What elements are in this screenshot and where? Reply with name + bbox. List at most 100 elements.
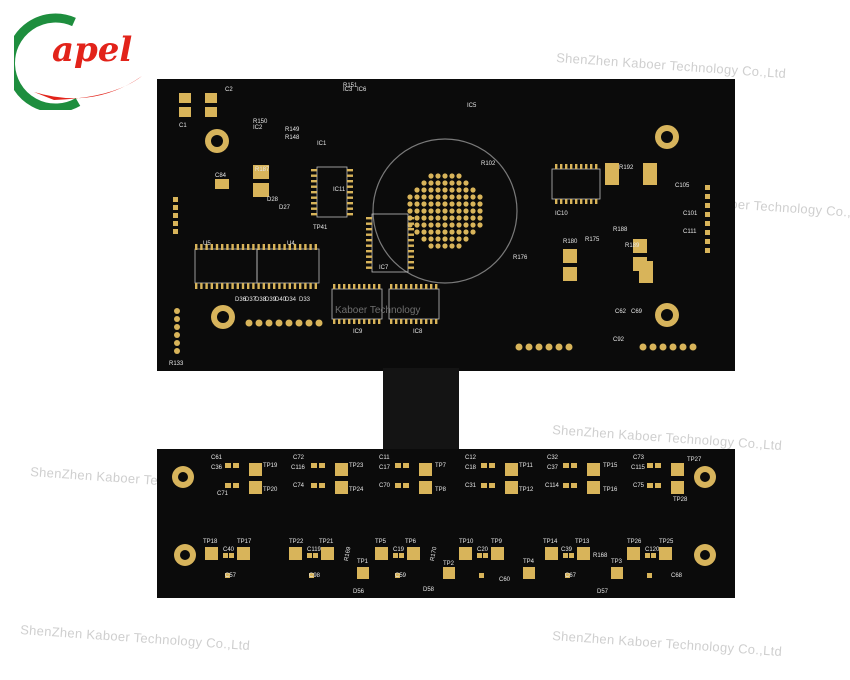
ic-pin xyxy=(705,185,710,190)
bga-ball xyxy=(449,229,455,235)
ic-pin xyxy=(311,169,317,172)
bga-ball xyxy=(442,173,448,179)
bga-pads xyxy=(407,173,483,249)
ic-pin xyxy=(210,283,213,289)
via-pad xyxy=(255,319,263,327)
ic-pin xyxy=(368,319,371,324)
ic-pin xyxy=(288,283,291,289)
testpoint-label: TP24 xyxy=(349,487,364,493)
cap-pad xyxy=(655,483,661,488)
bga-ball xyxy=(477,201,483,207)
silk-label: R192 xyxy=(619,165,634,171)
bga-ball xyxy=(470,222,476,228)
pcb-bottom-artwork xyxy=(172,463,716,579)
ic-pin xyxy=(247,244,250,250)
bga-ball xyxy=(456,180,462,186)
ic-pin xyxy=(221,244,224,250)
logo-text: apel xyxy=(52,30,133,70)
bga-ball xyxy=(442,215,448,221)
cap-pad xyxy=(565,573,570,578)
testpoint-pad xyxy=(587,463,600,476)
ic-pin xyxy=(333,319,336,324)
bga-ball xyxy=(449,173,455,179)
ic-pin xyxy=(293,244,297,250)
cap-label: C68 xyxy=(671,573,683,579)
ic-pin xyxy=(580,199,583,204)
testpoint-pad xyxy=(545,547,558,560)
ic-outline xyxy=(194,248,258,284)
cap-pad xyxy=(313,553,318,558)
ic-outline xyxy=(331,288,383,320)
bga-ball xyxy=(449,208,455,214)
bga-ball xyxy=(435,222,441,228)
ic-pin xyxy=(590,199,593,204)
cap-pad xyxy=(395,463,401,468)
flex-cable xyxy=(383,368,459,452)
testpoint-label: TP9 xyxy=(491,539,503,545)
ic-pin xyxy=(366,239,372,242)
ic-pin xyxy=(215,283,219,289)
bga-ball xyxy=(463,180,469,186)
bga-ball xyxy=(463,215,469,221)
ic-pin xyxy=(348,319,351,324)
ic-pin xyxy=(435,319,438,324)
ic-pin xyxy=(705,203,710,208)
silk-label: IC2 xyxy=(253,125,263,131)
ic-pin xyxy=(252,283,255,289)
ic-pin xyxy=(173,205,178,210)
silk-label: R188 xyxy=(613,227,628,233)
ic-pin xyxy=(338,284,341,289)
bga-ball xyxy=(442,236,448,242)
cap-pad xyxy=(563,483,569,488)
cap-pad xyxy=(309,573,314,578)
silk-label: D28 xyxy=(267,197,279,203)
ic-outline xyxy=(256,248,320,284)
ic-pin xyxy=(205,244,208,250)
bga-ball xyxy=(421,208,427,214)
silk-label: D37 xyxy=(245,297,257,303)
ic-pin xyxy=(205,283,208,289)
ic-pin xyxy=(195,283,198,289)
cap-pad xyxy=(647,463,653,468)
bga-ball xyxy=(428,229,434,235)
bga-ball xyxy=(449,194,455,200)
bga-ball xyxy=(407,201,413,207)
silk-label: D36 xyxy=(235,297,247,303)
silk-label: D33 xyxy=(299,297,311,303)
bga-ball xyxy=(428,222,434,228)
silk-label: C2 xyxy=(225,87,233,93)
ic-pin xyxy=(395,319,398,324)
bga-ball xyxy=(442,180,448,186)
ic-pin xyxy=(200,244,203,250)
bga-ball xyxy=(414,222,420,228)
bga-ball xyxy=(449,187,455,193)
testpoint-label: TP11 xyxy=(519,463,533,469)
silk-label: IC1 xyxy=(317,141,327,147)
testpoint-pad xyxy=(459,547,472,560)
ic-pin xyxy=(311,180,317,183)
testpoint-label: TP5 xyxy=(375,539,387,545)
ic-pin xyxy=(231,244,234,250)
ic-pin xyxy=(311,202,317,205)
ic-pin xyxy=(390,284,393,289)
ic-pin xyxy=(705,248,710,253)
ic-pin xyxy=(173,229,178,234)
ic-pin xyxy=(221,283,224,289)
testpoint-pad xyxy=(587,481,600,494)
ic-pin xyxy=(226,244,229,250)
via-pad xyxy=(545,343,553,351)
ic-pin xyxy=(226,283,229,289)
silk-label: D34 xyxy=(285,297,297,303)
cap-pad xyxy=(645,553,650,558)
ic-pin xyxy=(595,164,598,169)
bga-ball xyxy=(428,208,434,214)
cap-pad xyxy=(225,463,231,468)
via-pad xyxy=(174,308,180,314)
ic-pin xyxy=(314,244,317,250)
silk-label: C84 xyxy=(215,173,227,179)
ic-pin xyxy=(363,284,366,289)
bga-ball xyxy=(407,194,413,200)
cap-label: C39 xyxy=(561,547,573,553)
cap-pad xyxy=(403,463,409,468)
ic-pin xyxy=(366,255,372,258)
